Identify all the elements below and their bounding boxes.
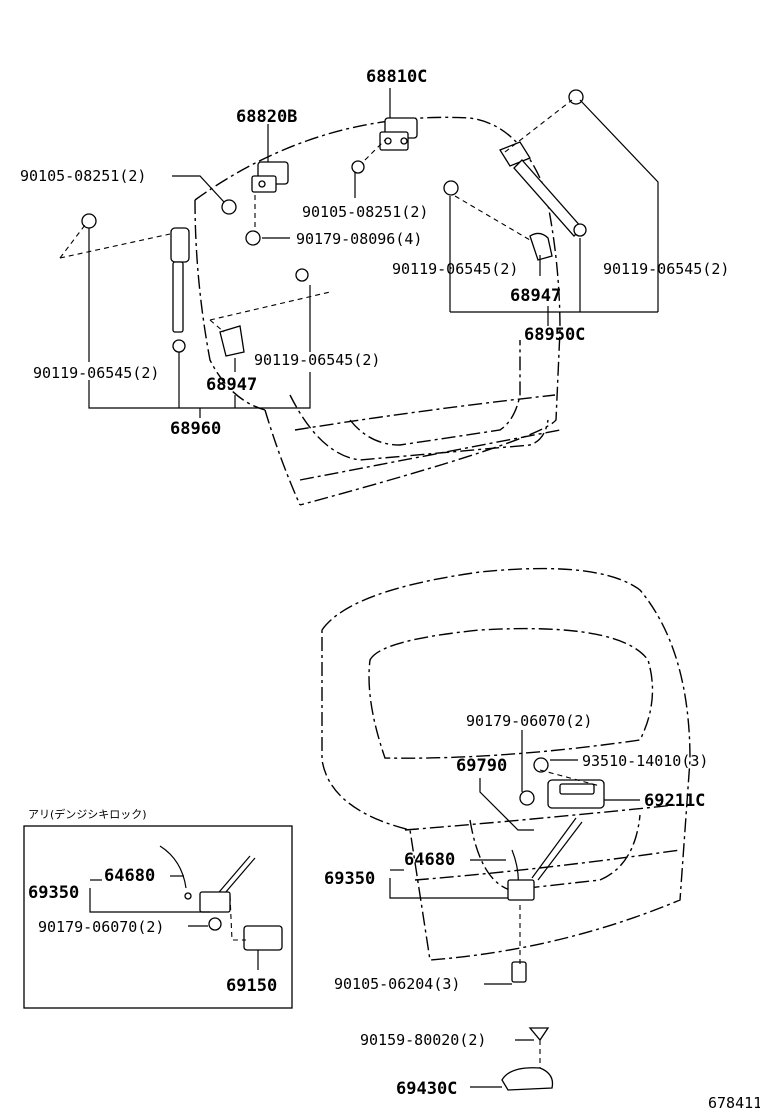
label-69430C: 69430C [396, 1079, 457, 1099]
label-64680-a: 64680 [404, 850, 455, 870]
label-69350-a: 69350 [324, 869, 375, 889]
lower-back-door-outline [321, 567, 691, 961]
label-69350-b: 69350 [28, 883, 79, 903]
lower-leader-lines [389, 730, 640, 1088]
stay-damper-left [170, 227, 190, 353]
lower-parts [501, 757, 605, 1091]
upper-leader-lines [88, 88, 659, 418]
label-90179-06070-a: 90179-06070(2) [466, 712, 592, 730]
inset-box [23, 825, 293, 1009]
bolt-icons-upper [81, 89, 584, 282]
label-90105-06204: 90105-06204(3) [334, 975, 460, 993]
label-68947-a: 68947 [510, 286, 561, 306]
label-68960: 68960 [170, 419, 221, 439]
label-69790: 69790 [456, 756, 507, 776]
label-90105-08251-b: 90105-08251(2) [302, 203, 428, 221]
label-68820B: 68820B [236, 107, 297, 127]
diagram-id: 678411 [708, 1094, 760, 1112]
label-90119-06545-a: 90119-06545(2) [392, 260, 518, 278]
label-90119-06545-d: 90119-06545(2) [33, 364, 159, 382]
label-69150: 69150 [226, 976, 277, 996]
bracket-68947-upper [219, 232, 553, 357]
label-69211C: 69211C [644, 791, 705, 811]
inset-title: アリ(デンジシキロック) [28, 807, 147, 821]
label-93510-14010: 93510-14010(3) [582, 752, 708, 770]
upper-dashed-leaders [59, 99, 573, 333]
label-90105-08251-a: 90105-08251(2) [20, 167, 146, 185]
label-90159-80020: 90159-80020(2) [360, 1031, 486, 1049]
hinge-68820B [251, 161, 289, 193]
label-68810C: 68810C [366, 67, 427, 87]
labels-inset: アリ(デンジシキロック) 64680 69350 90179-06070(2) … [28, 807, 277, 996]
label-90179-08096: 90179-08096(4) [296, 230, 422, 248]
labels-upper: 68810C 68820B 90105-08251(2) 90105-08251… [20, 67, 729, 439]
hinge-68810C [379, 117, 418, 151]
stay-damper-right [499, 141, 587, 237]
label-90119-06545-c: 90119-06545(2) [254, 351, 380, 369]
label-90119-06545-b: 90119-06545(2) [603, 260, 729, 278]
label-90179-06070-b: 90179-06070(2) [38, 918, 164, 936]
label-64680-b: 64680 [104, 866, 155, 886]
label-68950C: 68950C [524, 325, 585, 345]
labels-lower: 90179-06070(2) 69790 93510-14010(3) 6921… [324, 712, 760, 1112]
label-68947-b: 68947 [206, 375, 257, 395]
